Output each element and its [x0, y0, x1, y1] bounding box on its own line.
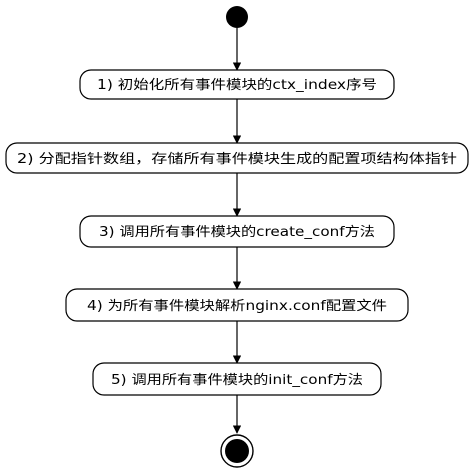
- action-step-5: 5) 调用所有事件模块的init_conf方法: [92, 362, 382, 396]
- action-step-2: 2) 分配指针数组，存储所有事件模块生成的配置项结构体指针: [5, 142, 469, 174]
- action-step-4: 4) 为所有事件模块解析nginx.conf配置文件: [65, 288, 409, 322]
- end-node: [220, 434, 254, 468]
- action-step-4-box: [65, 288, 409, 322]
- action-step-5-box: [92, 362, 382, 396]
- action-step-2-label: 2) 分配指针数组，存储所有事件模块生成的配置项结构体指针: [17, 151, 457, 167]
- action-step-1-label: 1) 初始化所有事件模块的ctx_index序号: [97, 77, 377, 93]
- action-step-3-label: 3) 调用所有事件模块的create_conf方法: [99, 224, 375, 240]
- start-node: [226, 6, 248, 28]
- action-step-2-box: [5, 142, 469, 174]
- action-step-5-label: 5) 调用所有事件模块的init_conf方法: [111, 372, 363, 388]
- action-step-4-label: 4) 为所有事件模块解析nginx.conf配置文件: [87, 299, 387, 314]
- action-step-1: 1) 初始化所有事件模块的ctx_index序号: [79, 69, 395, 100]
- action-step-1-box: [79, 69, 395, 100]
- action-step-3: 3) 调用所有事件模块的create_conf方法: [79, 215, 395, 248]
- end-node-core: [225, 439, 249, 463]
- action-step-3-box: [79, 215, 395, 248]
